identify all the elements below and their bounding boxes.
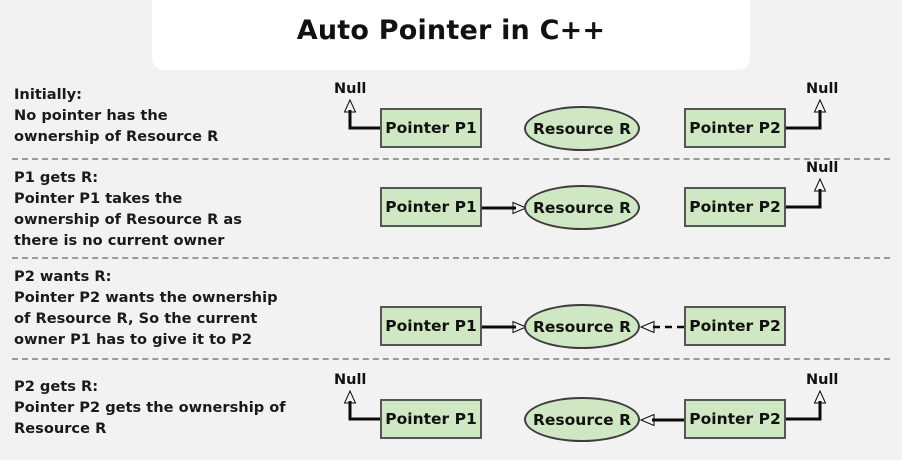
p2-to-null-arrow-row4 xyxy=(786,389,827,421)
row-body-p1-gets-r: Pointer P1 takes the ownership of Resour… xyxy=(14,190,242,249)
null-label-left-row1: Null xyxy=(334,81,367,97)
row-heading-initially: Initially: xyxy=(14,86,83,103)
row-heading-p1-gets-r: P1 gets R: xyxy=(14,169,99,186)
resource-r-ellipse-row2: Resource R xyxy=(524,185,640,230)
pointer-p2-box-row1: Pointer P2 xyxy=(684,108,786,148)
null-label-right-row2: Null xyxy=(806,160,839,176)
pointer-p2-box-row3: Pointer P2 xyxy=(684,306,786,346)
resource-r-ellipse-row3: Resource R xyxy=(524,304,640,349)
p1-to-resource-arrow-row2 xyxy=(482,201,528,215)
p2-to-resource-arrow-row4 xyxy=(639,413,684,427)
null-label-right-row4: Null xyxy=(806,372,839,388)
p1-to-null-arrow-row1 xyxy=(343,98,384,130)
resource-r-ellipse-row4: Resource R xyxy=(524,397,640,442)
p2-to-null-arrow-row1 xyxy=(786,98,827,130)
null-label-left-row4: Null xyxy=(334,372,367,388)
pointer-p2-box-row4: Pointer P2 xyxy=(684,399,786,439)
row-heading-p2-wants-r: P2 wants R: xyxy=(14,268,112,285)
row-heading-p2-gets-r: P2 gets R: xyxy=(14,378,99,395)
p2-to-resource-dashed-arrow-row3 xyxy=(639,320,684,334)
pointer-p1-box-row3: Pointer P1 xyxy=(380,306,482,346)
resource-r-ellipse-row1: Resource R xyxy=(524,106,640,151)
row-separator-3 xyxy=(12,358,890,360)
row-separator-2 xyxy=(12,257,890,259)
pointer-p1-box-row2: Pointer P1 xyxy=(380,187,482,227)
pointer-p1-box-row4: Pointer P1 xyxy=(380,399,482,439)
row-separator-1 xyxy=(12,158,890,160)
pointer-p1-box-row1: Pointer P1 xyxy=(380,108,482,148)
title-panel: Auto Pointer in C++ xyxy=(152,0,750,70)
pointer-p2-box-row2: Pointer P2 xyxy=(684,187,786,227)
row-body-p2-wants-r: Pointer P2 wants the ownership of Resour… xyxy=(14,289,278,348)
null-label-right-row1: Null xyxy=(806,81,839,97)
p1-to-null-arrow-row4 xyxy=(343,389,384,421)
page-title: Auto Pointer in C++ xyxy=(296,14,606,46)
p2-to-null-arrow-row2 xyxy=(786,177,827,209)
row-body-initially: No pointer has the ownership of Resource… xyxy=(14,107,219,145)
p1-to-resource-arrow-row3 xyxy=(482,320,528,334)
row-body-p2-gets-r: Pointer P2 gets the ownership of Resourc… xyxy=(14,399,286,437)
